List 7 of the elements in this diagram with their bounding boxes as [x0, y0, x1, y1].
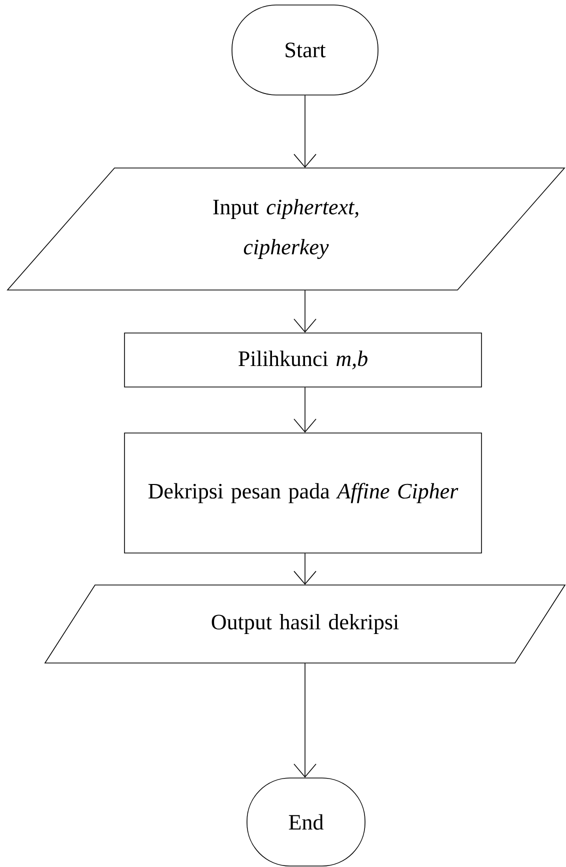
process-box: Dekripsi pesan pada Affine Cipher: [124, 432, 482, 554]
arrow: [294, 662, 316, 778]
arrow: [294, 553, 316, 585]
process-box: Pilihkunci m,b: [124, 332, 482, 388]
arrow: [294, 387, 316, 433]
arrow: [294, 95, 316, 168]
arrow: [294, 290, 316, 333]
